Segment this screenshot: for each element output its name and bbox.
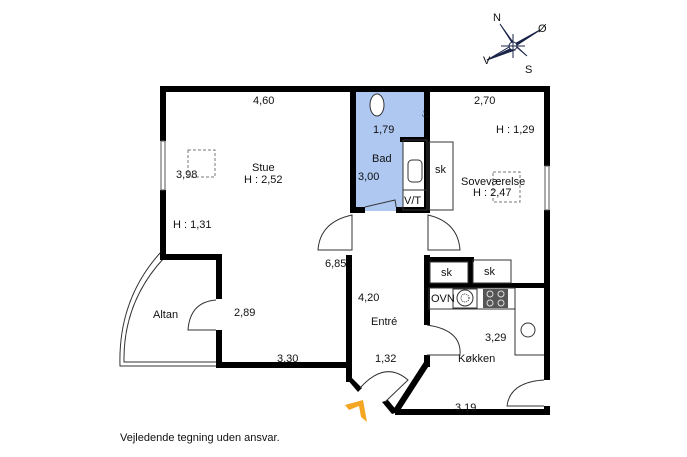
oven-label: OVN [431,293,455,305]
toilet-icon [369,93,385,117]
fixtures: ♨ [187,93,544,356]
compass-w: V [483,55,491,67]
door-bad[interactable] [364,199,397,208]
bad-vt: V/T [404,195,421,207]
stue-name: Stue [252,162,275,174]
entre-depth: 4,20 [358,292,379,304]
doors [187,199,545,407]
entre-width: 1,32 [375,353,396,365]
stue-dim-b: 3,30 [277,353,298,365]
stue-dim-a: 2,89 [234,307,255,319]
faucet-icon: ♨ [421,108,431,120]
walls [160,86,550,415]
window-stue [160,140,166,191]
compass-n: N [493,12,501,24]
stue-ceiling-low: H : 1,31 [173,219,212,231]
entrance-arrow-icon [345,400,367,422]
bedroom-name: Soveværelse [461,176,525,188]
bedroom-closet: sk [435,164,447,176]
kitchen-sink-icon [520,322,536,338]
bedroom-ceiling-low: H : 1,29 [496,124,535,136]
stue-width: 4,60 [253,95,274,107]
closet-2: sk [484,266,496,278]
sink-icon [407,159,423,183]
stue-height: H : 2,52 [244,174,283,186]
skylight-stue [187,149,216,178]
bad-width: 1,79 [373,124,394,136]
compass-icon [486,23,541,61]
entre-name: Entré [371,316,397,328]
window-bedroom [544,165,550,211]
kitchen-name: Køkken [458,353,495,365]
closet-1: sk [441,267,453,279]
door-altan[interactable] [187,299,217,331]
stue-dim-c: 6,85 [325,258,346,270]
altan-name: Altan [153,309,178,321]
bedroom-width: 2,70 [474,95,495,107]
door-kitchen[interactable] [426,324,461,356]
door-bedroom[interactable] [427,214,461,251]
cooktop-icon [483,289,508,308]
compass-e: Ø [538,23,547,35]
skylight-bedroom [492,171,521,203]
stue-depth: 3,98 [176,169,197,181]
door-stue[interactable] [317,214,353,251]
balcony-outline [119,252,218,367]
disclaimer: Vejledende tegning uden ansvar. [120,432,280,444]
bad-name: Bad [372,153,392,165]
door-entrance[interactable] [359,371,409,403]
kitchen-width: 3,19 [455,402,476,414]
labels: N Ø V S 4,60 Stue H : 2,52 3,98 H : 1,31… [120,12,547,444]
door-kitchen-exterior[interactable] [506,379,545,407]
compass-s: S [525,64,532,76]
bad-depth: 3,00 [358,171,379,183]
bedroom-height: H : 2,47 [473,187,512,199]
oven-fan-icon [456,289,474,307]
kitchen-depth: 3,29 [485,332,506,344]
